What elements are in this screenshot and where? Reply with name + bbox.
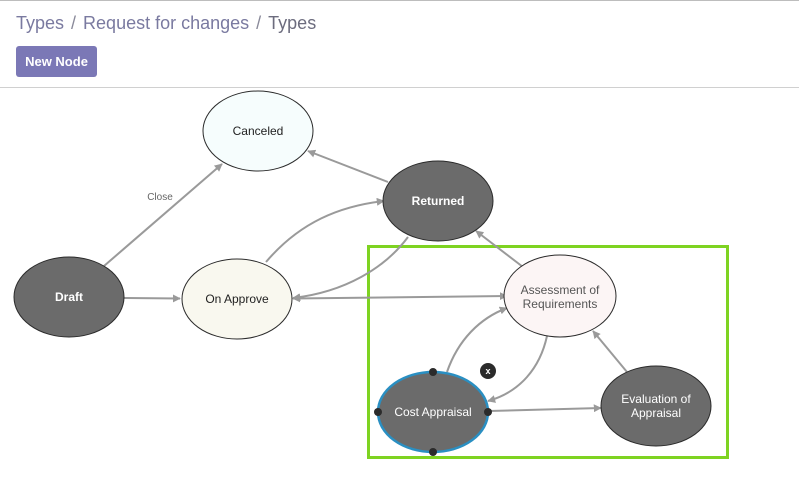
resize-handle-top[interactable]: [429, 368, 437, 376]
breadcrumb-item-request-for-changes[interactable]: Request for changes: [83, 13, 250, 33]
delete-icon: [480, 363, 496, 379]
edge-on-approve-to-returned[interactable]: [265, 197, 385, 263]
edge-draft-to-on-approve[interactable]: [123, 294, 181, 303]
top-border: [0, 0, 799, 1]
resize-handle-left[interactable]: [374, 408, 382, 416]
node-canceled[interactable]: Canceled: [202, 90, 314, 172]
node-canceled-shape: [202, 90, 314, 172]
edge-evaluation-to-assessment[interactable]: [592, 330, 628, 373]
delete-icon-glyph: x: [485, 366, 490, 376]
node-assessment-label-line2: Requirements: [523, 297, 598, 311]
breadcrumb-item-types[interactable]: Types: [16, 13, 65, 33]
node-returned-label: Returned: [412, 194, 465, 208]
breadcrumb: Types / Request for changes / Types: [16, 13, 316, 34]
new-node-button[interactable]: New Node: [16, 46, 97, 77]
node-evaluation-label-line1: Evaluation of: [621, 392, 691, 406]
breadcrumb-item-current: Types: [268, 13, 317, 33]
node-evaluation-shape: [600, 365, 712, 447]
edge-label-close: Close: [147, 192, 173, 203]
node-cost-appraisal-label: Cost Appraisal: [394, 405, 471, 419]
node-on-approve-shape: [181, 258, 293, 340]
resize-handle-right[interactable]: [484, 408, 492, 416]
delete-node-button[interactable]: x: [480, 363, 496, 379]
resize-handle-bottom[interactable]: [429, 448, 437, 456]
header-divider: [0, 87, 799, 88]
node-draft[interactable]: Draft: [13, 256, 125, 338]
node-draft-label: Draft: [55, 290, 83, 304]
node-returned[interactable]: Returned: [382, 160, 494, 242]
node-returned-shape: [382, 160, 494, 242]
edge-returned-to-canceled[interactable]: [307, 149, 389, 183]
node-on-approve[interactable]: On Approve: [181, 258, 293, 340]
edge-cost-appraisal-to-assessment[interactable]: [446, 306, 508, 373]
node-cost-appraisal[interactable]: Cost Appraisal: [374, 368, 492, 456]
node-canceled-label: Canceled: [233, 124, 284, 138]
edge-assessment-to-returned[interactable]: [475, 230, 524, 268]
breadcrumb-separator: /: [71, 13, 77, 33]
node-on-approve-label: On Approve: [205, 292, 269, 306]
node-draft-shape: [13, 256, 125, 338]
node-assessment-shape: [503, 254, 617, 338]
edge-cost-appraisal-to-evaluation[interactable]: [488, 404, 602, 413]
breadcrumb-separator: /: [256, 13, 262, 33]
selection-rectangle: [367, 245, 729, 459]
edge-assessment-to-cost-appraisal[interactable]: [487, 335, 548, 403]
node-evaluation-label-line2: Appraisal: [631, 406, 681, 420]
edge-draft-to-canceled[interactable]: [103, 163, 223, 267]
node-evaluation-of-appraisal[interactable]: Evaluation of Appraisal: [600, 365, 712, 447]
node-assessment-of-requirements[interactable]: Assessment of Requirements: [503, 254, 617, 338]
node-assessment-label-line1: Assessment of: [521, 283, 600, 297]
edge-on-approve-assessment[interactable]: [292, 292, 508, 303]
